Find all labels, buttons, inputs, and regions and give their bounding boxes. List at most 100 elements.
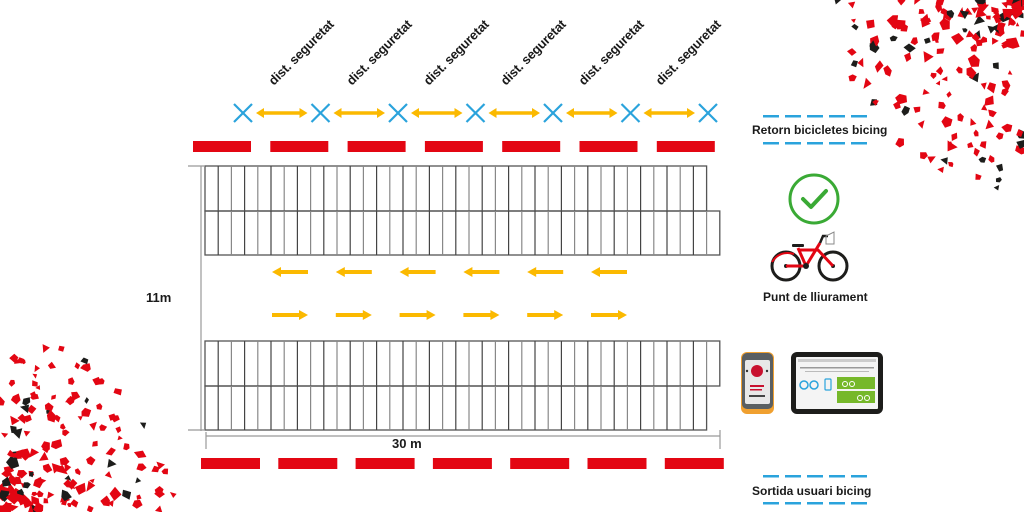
dash — [829, 502, 845, 505]
confetti-piece — [848, 74, 857, 82]
confetti-piece — [17, 450, 26, 459]
confetti-piece — [970, 118, 977, 126]
confetti-piece — [992, 11, 1002, 19]
confetti-piece — [850, 60, 858, 68]
confetti-piece — [981, 104, 988, 111]
grid-row — [204, 340, 721, 387]
confetti-piece — [1001, 80, 1011, 91]
confetti-piece — [872, 99, 879, 106]
confetti-piece — [10, 425, 17, 433]
double-arrow — [566, 108, 618, 118]
confetti-piece — [80, 363, 91, 372]
confetti-piece — [984, 95, 994, 106]
confetti-piece — [966, 66, 977, 79]
confetti-piece — [6, 456, 20, 469]
dash — [763, 115, 779, 118]
dash — [851, 142, 867, 145]
confetti-piece — [1016, 129, 1024, 137]
confetti-piece — [979, 141, 987, 149]
confetti-piece — [847, 1, 856, 9]
height-dimension-label: 11m — [146, 290, 172, 305]
confetti-piece — [136, 463, 147, 471]
confetti-piece — [46, 409, 56, 423]
confetti-piece — [64, 475, 72, 481]
confetti-piece — [136, 494, 142, 500]
confetti-piece — [967, 54, 980, 67]
confetti-piece — [74, 362, 81, 370]
confetti-piece — [47, 491, 55, 499]
barrier-segment — [579, 141, 638, 152]
confetti-piece — [35, 385, 41, 390]
confetti-piece — [973, 129, 979, 137]
confetti-piece — [995, 177, 1002, 183]
confetti-piece — [154, 489, 165, 498]
barrier-segment — [193, 141, 251, 152]
confetti-piece — [29, 471, 34, 478]
confetti-piece — [935, 66, 944, 76]
grid-row — [204, 385, 708, 431]
confetti-piece — [105, 447, 116, 456]
confetti-decoration-top-right — [834, 0, 1024, 191]
card-reader-icon — [741, 352, 774, 414]
flow-arrow-right — [399, 310, 436, 320]
confetti-piece — [991, 6, 998, 13]
confetti-piece — [44, 402, 54, 411]
confetti-piece — [975, 7, 987, 18]
grid-row-outline — [204, 340, 721, 387]
grid-row — [204, 165, 708, 212]
exit-dash-bottom — [763, 502, 867, 505]
confetti-piece — [851, 23, 859, 31]
confetti-piece — [935, 80, 941, 86]
confetti-piece — [84, 397, 89, 404]
dash — [807, 502, 823, 505]
confetti-piece — [43, 498, 49, 504]
confetti-piece — [68, 377, 75, 385]
confetti-piece — [8, 379, 16, 387]
dimension-lines — [188, 165, 721, 449]
confetti-piece — [1011, 8, 1019, 17]
dash — [785, 142, 801, 145]
blue-x-marker — [310, 103, 331, 123]
confetti-piece — [0, 396, 5, 406]
safety-distance-markers — [233, 103, 718, 123]
confetti-piece — [107, 458, 117, 468]
confetti-piece — [33, 501, 44, 512]
confetti-piece — [942, 12, 950, 20]
confetti-piece — [1010, 19, 1016, 26]
confetti-piece — [64, 463, 72, 473]
barrier-segment — [587, 458, 647, 469]
confetti-piece — [883, 65, 892, 77]
dash — [851, 475, 867, 478]
confetti-piece — [850, 18, 856, 23]
confetti-piece — [51, 439, 63, 450]
confetti-piece — [996, 21, 1006, 32]
confetti-piece — [847, 48, 857, 56]
confetti-piece — [957, 113, 964, 122]
confetti-piece — [910, 37, 918, 46]
confetti-piece — [869, 40, 877, 48]
confetti-piece — [1001, 123, 1013, 133]
confetti-piece — [23, 482, 31, 489]
confetti-piece — [941, 116, 953, 128]
bicycle-icon — [770, 231, 849, 282]
flow-arrow-right — [527, 310, 564, 320]
dash — [763, 475, 779, 478]
confetti-piece — [47, 361, 56, 369]
barrier-segment — [424, 141, 483, 152]
confetti-piece — [951, 132, 958, 141]
confetti-piece — [63, 479, 72, 488]
confetti-piece — [99, 424, 108, 431]
confetti-piece — [96, 403, 103, 410]
confetti-piece — [80, 357, 89, 365]
confetti-piece — [985, 119, 994, 130]
confetti-piece — [1016, 140, 1024, 149]
barrier-segment — [270, 141, 329, 152]
confetti-piece — [1005, 11, 1013, 19]
confetti-piece — [67, 502, 72, 508]
confetti-piece — [968, 72, 979, 83]
confetti-piece — [946, 10, 955, 18]
confetti-piece — [51, 394, 56, 400]
flow-arrow-left — [527, 267, 564, 277]
confetti-piece — [133, 450, 147, 458]
top-barrier — [193, 141, 715, 152]
